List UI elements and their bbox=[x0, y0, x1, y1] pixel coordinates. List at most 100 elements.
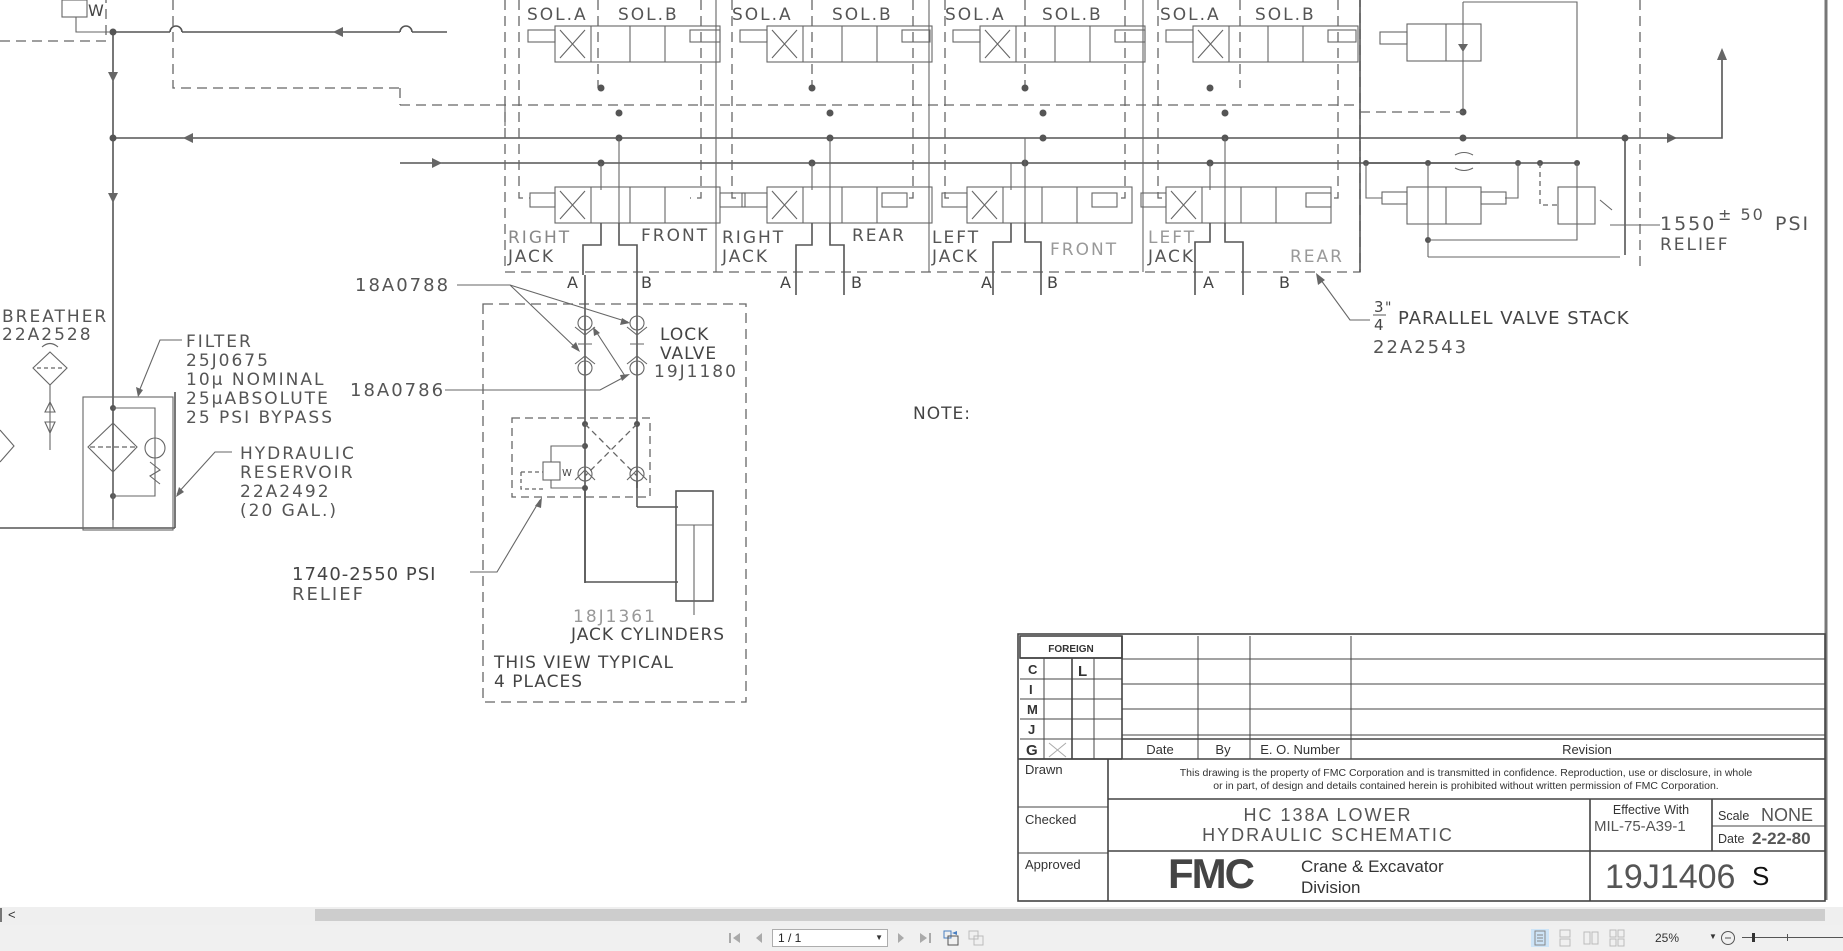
svg-text:1740-2550 PSI: 1740-2550 PSI bbox=[292, 564, 436, 585]
valve-stack-labels: 1550 ± 50 PSI RELIEF 3 4 " PARALLEL VALV… bbox=[1316, 205, 1808, 358]
svg-text:Date: Date bbox=[1718, 832, 1744, 846]
svg-text:HC 138A LOWER: HC 138A LOWER bbox=[1243, 805, 1412, 825]
page-dropdown-icon[interactable]: ▼ bbox=[875, 933, 883, 942]
svg-text:25J0675: 25J0675 bbox=[186, 351, 270, 371]
valve-stack bbox=[399, 0, 1361, 273]
svg-text:4 PLACES: 4 PLACES bbox=[494, 672, 583, 692]
svg-text:A: A bbox=[567, 273, 579, 292]
svg-text:B: B bbox=[641, 273, 653, 292]
zoom-dropdown-icon[interactable]: ▼ bbox=[1709, 932, 1717, 941]
svg-text:RELIEF: RELIEF bbox=[292, 584, 365, 605]
zoom-level[interactable]: 25% bbox=[1655, 931, 1680, 945]
continuous-view-button[interactable] bbox=[1556, 929, 1574, 947]
svg-text:RESERVOIR: RESERVOIR bbox=[240, 463, 355, 483]
svg-text:18A0788: 18A0788 bbox=[355, 275, 450, 296]
svg-text:JACK: JACK bbox=[931, 247, 979, 267]
svg-text:B: B bbox=[1279, 273, 1291, 292]
scroll-left-arrow[interactable]: < bbox=[8, 907, 16, 922]
svg-text:SOL.A: SOL.A bbox=[1160, 5, 1221, 25]
svg-text:This drawing is the property o: This drawing is the property of FMC Corp… bbox=[1180, 767, 1753, 779]
svg-text:MIL-75-A39-1: MIL-75-A39-1 bbox=[1594, 818, 1686, 835]
svg-text:FMC: FMC bbox=[1168, 850, 1255, 897]
zoom-out-button[interactable] bbox=[1720, 930, 1736, 949]
svg-text:19J1406: 19J1406 bbox=[1605, 858, 1735, 896]
svg-text:A: A bbox=[981, 273, 993, 292]
svg-text:SOL.A: SOL.A bbox=[732, 5, 793, 25]
svg-text:22A2492: 22A2492 bbox=[240, 482, 331, 502]
svg-text:J: J bbox=[1028, 722, 1035, 737]
svg-text:Effective With: Effective With bbox=[1613, 803, 1689, 817]
single-page-view-button[interactable] bbox=[1531, 929, 1549, 947]
svg-text:": " bbox=[1385, 300, 1392, 316]
svg-text:SOL.A: SOL.A bbox=[527, 5, 588, 25]
svg-text:HYDRAULIC: HYDRAULIC bbox=[240, 444, 356, 464]
scroll-edge bbox=[0, 908, 2, 922]
svg-text:Division: Division bbox=[1301, 878, 1361, 897]
svg-text:10µ NOMINAL: 10µ NOMINAL bbox=[186, 370, 325, 390]
inlet-section bbox=[1360, 0, 1727, 270]
svg-text:Scale: Scale bbox=[1718, 809, 1749, 823]
svg-text:18J1361: 18J1361 bbox=[573, 607, 657, 627]
hydraulic-schematic-drawing: W bbox=[0, 0, 1828, 902]
svg-text:(20 GAL.): (20 GAL.) bbox=[240, 501, 338, 521]
previous-view-button[interactable] bbox=[942, 929, 960, 947]
svg-text:RIGHT: RIGHT bbox=[508, 228, 571, 248]
note-label: NOTE: bbox=[913, 404, 971, 424]
svg-text:FRONT: FRONT bbox=[641, 226, 709, 246]
lock-valve-detail: W bbox=[445, 275, 747, 703]
svg-text:VALVE: VALVE bbox=[660, 344, 717, 364]
svg-text:REAR: REAR bbox=[1290, 247, 1344, 267]
last-page-button[interactable] bbox=[916, 929, 934, 947]
svg-text:Checked: Checked bbox=[1025, 812, 1076, 827]
svg-text:A: A bbox=[780, 273, 792, 292]
zoom-out-icon bbox=[1721, 931, 1735, 945]
valve-section-right-rear: SOL.A SOL.B RIGHT JACK REAR A B bbox=[721, 0, 933, 295]
svg-text:SOL.B: SOL.B bbox=[1042, 5, 1103, 25]
next-view-button[interactable] bbox=[967, 929, 985, 947]
continuous-facing-icon bbox=[1609, 929, 1625, 947]
svg-text:JACK: JACK bbox=[721, 247, 769, 267]
svg-text:FILTER: FILTER bbox=[186, 332, 253, 352]
page-number-value: 1 / 1 bbox=[778, 931, 802, 945]
facing-pages-icon bbox=[1583, 931, 1599, 945]
last-page-icon bbox=[920, 933, 931, 943]
next-view-icon bbox=[968, 930, 984, 946]
detail-labels: 18A0788 18A0786 LOCK VALVE 19J1180 1740-… bbox=[292, 275, 736, 692]
svg-text:JACK: JACK bbox=[507, 247, 555, 267]
svg-text:THIS VIEW TYPICAL: THIS VIEW TYPICAL bbox=[493, 653, 674, 673]
return-lines: W bbox=[0, 0, 1665, 529]
svg-text:NONE: NONE bbox=[1761, 805, 1813, 825]
svg-text:22A2543: 22A2543 bbox=[1373, 337, 1468, 358]
svg-text:± 50: ± 50 bbox=[1718, 205, 1765, 224]
svg-text:RIGHT: RIGHT bbox=[722, 228, 785, 248]
document-viewport[interactable]: W bbox=[0, 0, 1843, 907]
svg-text:C: C bbox=[1028, 662, 1038, 677]
svg-text:Approved: Approved bbox=[1025, 857, 1081, 872]
continuous-page-icon bbox=[1559, 929, 1571, 947]
svg-text:FRONT: FRONT bbox=[1050, 240, 1118, 260]
svg-text:Revision: Revision bbox=[1562, 742, 1612, 757]
facing-view-button[interactable] bbox=[1582, 929, 1600, 947]
svg-text:L: L bbox=[1078, 663, 1087, 680]
svg-text:SOL.B: SOL.B bbox=[1255, 5, 1316, 25]
horizontal-scrollbar[interactable]: < bbox=[0, 907, 1843, 925]
title-block: FOREIGN C I M J G L Date By E. O. Number… bbox=[1017, 633, 1826, 902]
page-number-field[interactable]: 1 / 1 ▼ bbox=[772, 929, 888, 947]
first-page-button[interactable] bbox=[726, 929, 744, 947]
svg-text:W: W bbox=[88, 1, 105, 20]
svg-text:or in part, of design and deta: or in part, of design and details contai… bbox=[1213, 780, 1718, 792]
next-page-button[interactable] bbox=[892, 929, 910, 947]
svg-text:25 PSI BYPASS: 25 PSI BYPASS bbox=[186, 408, 334, 428]
svg-text:JACK: JACK bbox=[1147, 247, 1195, 267]
scrollbar-thumb[interactable] bbox=[315, 909, 1825, 921]
zoom-slider-thumb[interactable] bbox=[1752, 933, 1755, 942]
svg-text:22A2528: 22A2528 bbox=[2, 325, 93, 345]
zoom-slider[interactable] bbox=[1740, 931, 1843, 945]
svg-text:By: By bbox=[1215, 742, 1231, 757]
continuous-facing-view-button[interactable] bbox=[1608, 929, 1626, 947]
svg-text:B: B bbox=[851, 273, 863, 292]
next-page-icon bbox=[898, 933, 904, 943]
previous-page-button[interactable] bbox=[750, 929, 768, 947]
single-page-icon bbox=[1534, 930, 1546, 946]
svg-text:SOL.B: SOL.B bbox=[832, 5, 893, 25]
